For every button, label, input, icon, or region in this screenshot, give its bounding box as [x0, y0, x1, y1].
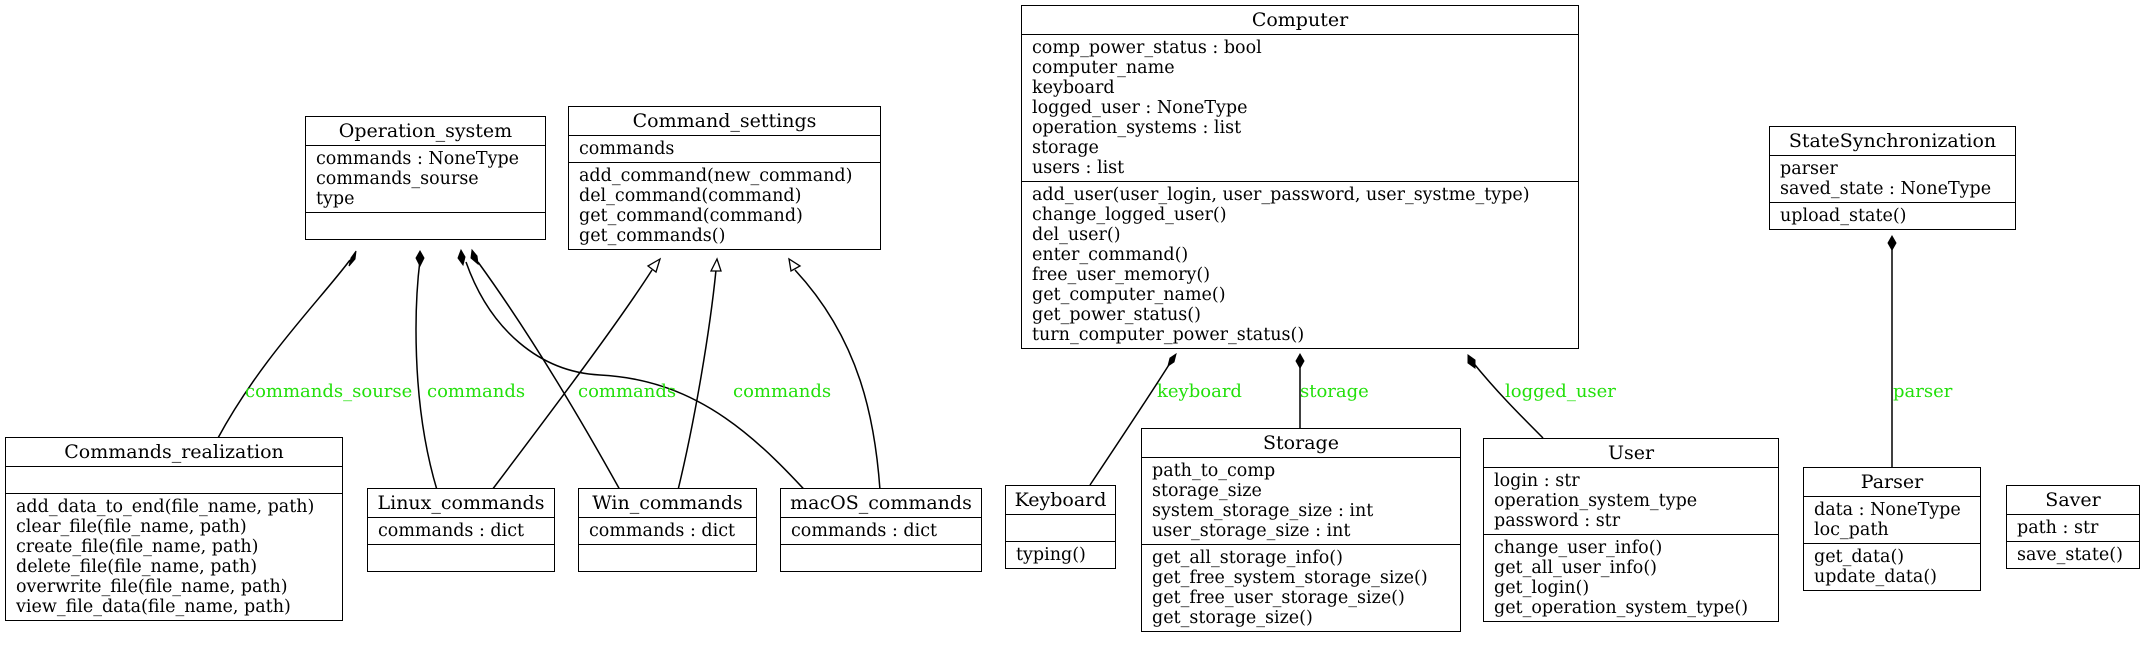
edge-label-keyboard: keyboard — [1157, 381, 1242, 402]
class-methods — [781, 545, 981, 571]
class-storage: Storage path_to_comp storage_size system… — [1141, 428, 1461, 632]
composition-diamond — [348, 250, 357, 267]
composition-diamond — [1295, 352, 1305, 370]
composition-diamond — [415, 249, 425, 268]
class-saver: Saver path : str save_state() — [2006, 485, 2140, 569]
composition-diamond — [457, 248, 466, 267]
inheritance-arrow — [646, 257, 662, 274]
edge-label-win-commands: commands — [578, 381, 677, 402]
class-methods — [306, 213, 545, 239]
class-name: Parser — [1804, 468, 1980, 497]
class-methods: add_data_to_end(file_name, path) clear_f… — [16, 497, 315, 617]
edge-label-linux-commands: commands — [427, 381, 526, 402]
class-macos-commands: macOS_commands commands : dict — [780, 488, 982, 572]
class-attributes: data : NoneType loc_path — [1804, 497, 1980, 544]
class-linux-commands: Linux_commands commands : dict — [367, 488, 555, 572]
inheritance-arrow — [709, 257, 722, 272]
class-methods: get_data() update_data() — [1814, 547, 1938, 587]
edge-macos-to-command-settings — [794, 269, 881, 491]
class-name: Keyboard — [1006, 486, 1115, 515]
class-attributes: commands : dict — [368, 518, 554, 545]
class-state-synchronization: StateSynchronization parser saved_state … — [1769, 126, 2016, 230]
class-methods: save_state() — [2017, 545, 2123, 565]
class-name: Computer — [1022, 6, 1578, 35]
class-name: Commands_realization — [6, 438, 342, 467]
class-methods: get_all_storage_info() get_free_system_s… — [1152, 548, 1428, 628]
inheritance-arrow — [788, 257, 802, 273]
composition-diamond — [1467, 354, 1476, 369]
class-attributes — [1006, 515, 1115, 542]
class-command-settings: Command_settings commands add_command(ne… — [568, 106, 881, 250]
class-name: StateSynchronization — [1770, 127, 2015, 156]
composition-diamond — [470, 248, 479, 266]
class-methods — [368, 545, 554, 571]
edge-label-commands-sourse: commands_sourse — [245, 381, 413, 402]
class-attributes: login : str operation_system_type passwo… — [1484, 468, 1778, 535]
class-operation-system: Operation_system commands : NoneType com… — [305, 116, 546, 240]
class-methods: typing() — [1016, 545, 1086, 565]
composition-diamond — [1887, 234, 1897, 252]
class-name: User — [1484, 439, 1778, 468]
edge-linux-to-command-settings — [491, 269, 653, 491]
class-methods — [579, 545, 756, 571]
class-methods: add_user(user_login, user_password, user… — [1032, 185, 1530, 345]
edge-linux-to-operation-system — [415, 259, 438, 491]
class-attributes: commands : NoneType commands_sourse type — [306, 146, 545, 213]
class-attributes: path_to_comp storage_size system_storage… — [1142, 458, 1460, 545]
class-methods: upload_state() — [1780, 206, 1907, 226]
class-name: Linux_commands — [368, 489, 554, 518]
class-methods: change_user_info() get_all_user_info() g… — [1494, 538, 1749, 618]
class-name: Command_settings — [569, 107, 880, 136]
class-name: macOS_commands — [781, 489, 981, 518]
class-commands-realization: Commands_realization add_data_to_end(fil… — [5, 437, 343, 621]
class-win-commands: Win_commands commands : dict — [578, 488, 757, 572]
edge-label-logged-user: logged_user — [1505, 381, 1616, 402]
class-attributes: commands : dict — [579, 518, 756, 545]
class-attributes: commands : dict — [781, 518, 981, 545]
edge-win-to-operation-system — [477, 261, 621, 491]
edge-commands-realization-to-operation-system — [217, 259, 351, 439]
composition-diamond — [1167, 352, 1177, 368]
class-name: Operation_system — [306, 117, 545, 146]
edge-user-to-computer — [1470, 359, 1544, 439]
class-name: Saver — [2007, 486, 2139, 515]
edge-win-to-command-settings — [677, 269, 717, 491]
edge-label-macos-commands: commands — [733, 381, 832, 402]
edge-keyboard-to-computer — [1089, 359, 1173, 486]
edge-macos-to-operation-system — [465, 261, 823, 510]
class-name: Win_commands — [579, 489, 756, 518]
class-parser: Parser data : NoneType loc_path get_data… — [1803, 467, 1981, 591]
class-attributes: commands — [569, 136, 880, 163]
class-computer: Computer comp_power_status : bool comput… — [1021, 5, 1579, 349]
class-attributes: comp_power_status : bool computer_name k… — [1022, 35, 1578, 182]
edge-label-storage: storage — [1300, 381, 1369, 402]
class-name: Storage — [1142, 429, 1460, 458]
class-user: User login : str operation_system_type p… — [1483, 438, 1779, 622]
class-keyboard: Keyboard typing() — [1005, 485, 1116, 569]
class-attributes: parser saved_state : NoneType — [1770, 156, 2015, 203]
class-attributes — [6, 467, 342, 494]
class-methods: add_command(new_command) del_command(com… — [579, 166, 853, 246]
class-attributes: path : str — [2007, 515, 2139, 542]
edge-label-parser: parser — [1893, 381, 1953, 402]
